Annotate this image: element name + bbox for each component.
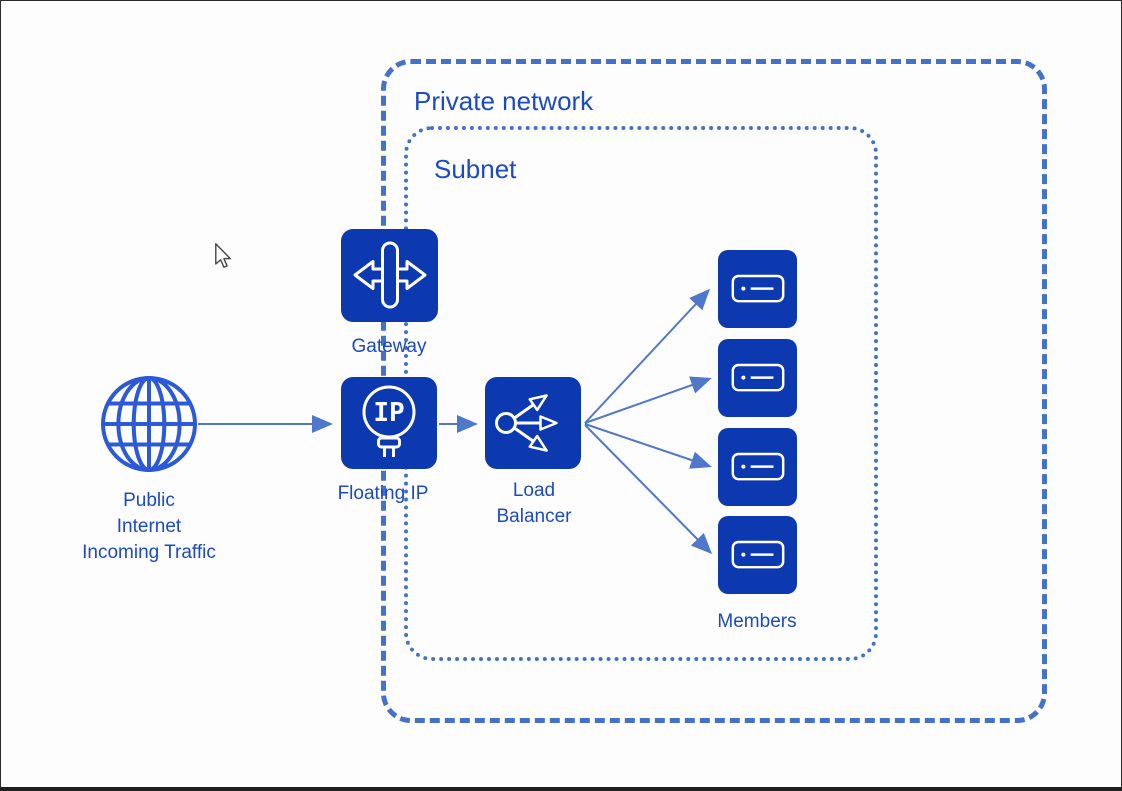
ip-balloon-icon: IP [362,385,416,457]
internet-label: Public Internet Incoming Traffic [82,490,216,563]
gateway-node[interactable] [341,229,438,322]
server-icon [731,363,784,392]
member-node[interactable] [718,339,797,417]
globe-icon [101,376,197,472]
gateway-label: Gateway [351,336,427,357]
subnet-container: Subnet [404,126,878,661]
branching-arrows-icon [495,394,558,452]
internet-node[interactable] [99,374,199,479]
ip-icon-text: IP [373,398,404,428]
private-network-title: Private network [414,86,594,116]
load-balancer-label: Load Balancer [496,480,572,527]
server-icon [731,274,784,303]
members-label: Members [717,611,797,632]
mouse-cursor [214,243,232,274]
subnet-title: Subnet [434,154,517,184]
server-icon [731,540,784,569]
cursor-arrow-icon [215,243,231,268]
floating-ip-label: Floating IP [337,483,429,504]
floating-ip-node[interactable]: IP [341,377,437,469]
server-icon [731,452,784,481]
member-node[interactable] [718,250,797,328]
member-node[interactable] [718,428,797,506]
gateway-arrows-icon [353,241,426,308]
member-node[interactable] [718,516,797,594]
load-balancer-node[interactable] [485,377,581,469]
